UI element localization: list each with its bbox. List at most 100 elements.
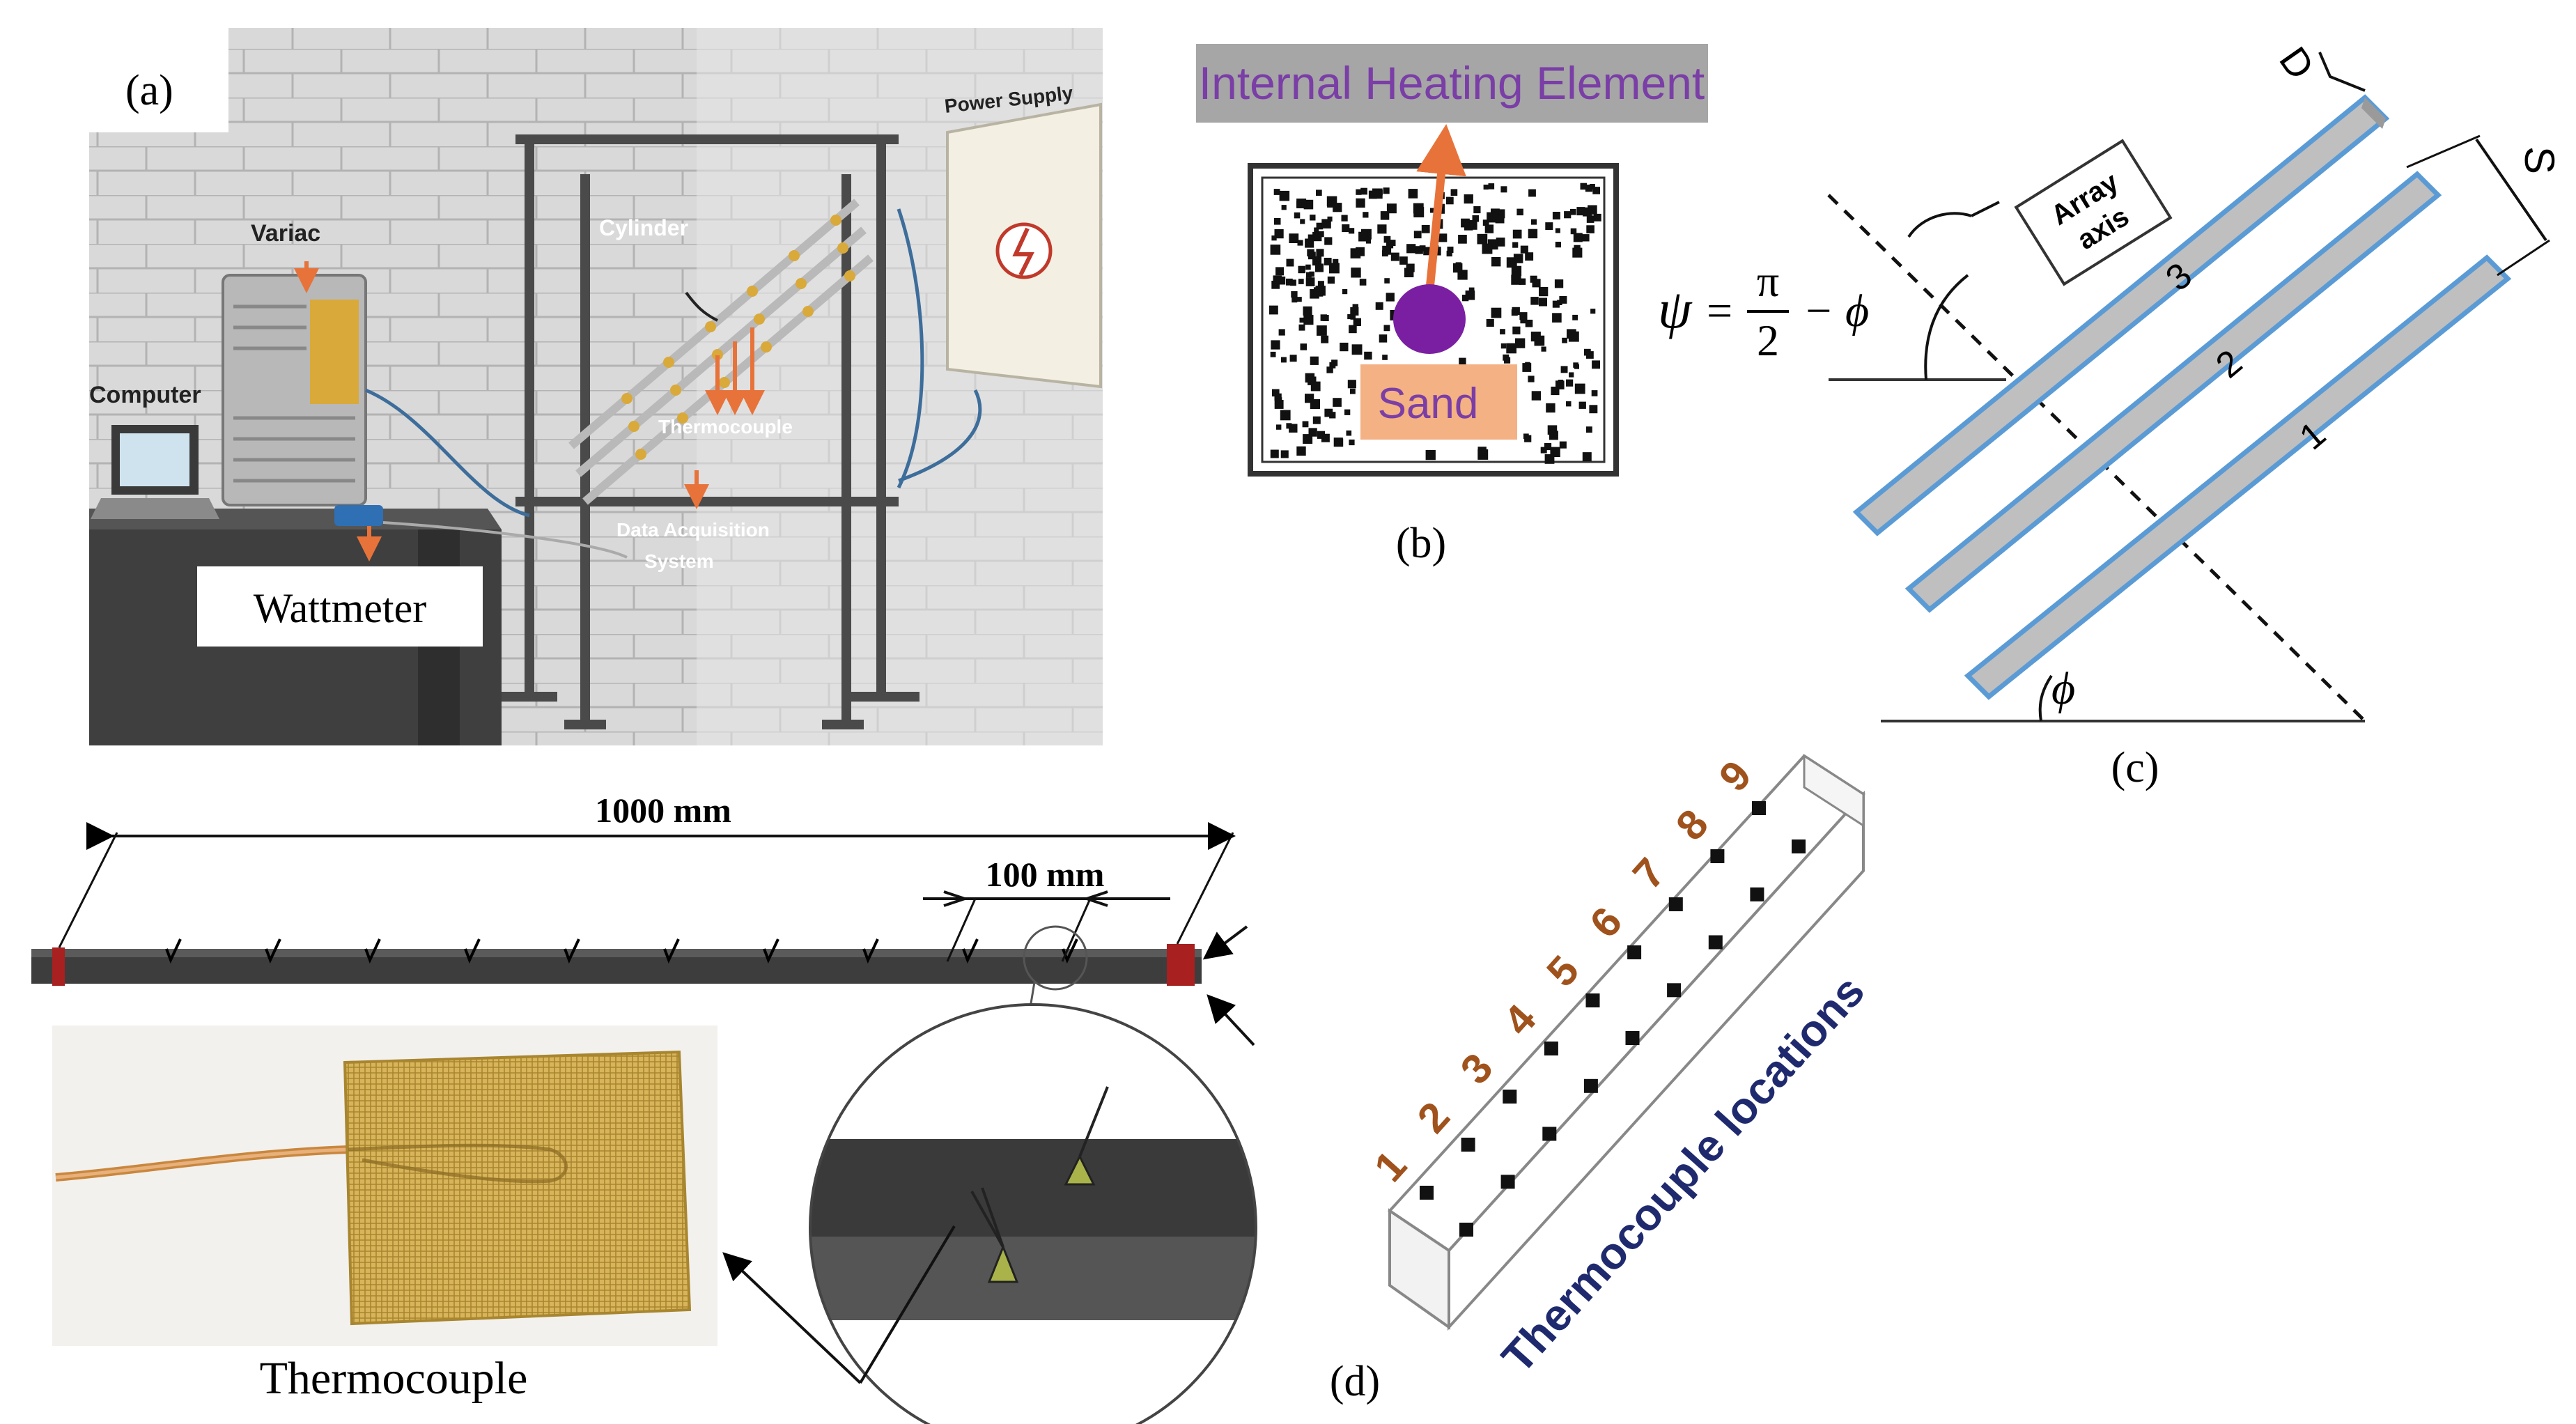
sand-grain: [1549, 431, 1558, 440]
rod-tick: [464, 938, 481, 964]
thermocouple-location-squares: [1420, 801, 1806, 1237]
sand-grain: [1305, 264, 1311, 270]
sand-grain: [1327, 216, 1333, 222]
orange-arrows-a: [294, 261, 765, 562]
sand-grain: [1305, 394, 1314, 403]
sand-grain: [1383, 235, 1391, 243]
location-number-8: 8: [1667, 800, 1717, 849]
sand-grain: [1309, 271, 1314, 277]
sand-grain: [1297, 240, 1303, 246]
location-number-2: 2: [1409, 1093, 1459, 1142]
sand-grain: [1303, 306, 1312, 316]
sand-grain: [1318, 231, 1324, 238]
sand-grain: [1349, 228, 1355, 234]
sand-grain: [1306, 272, 1312, 278]
panel-b-label: (b): [1396, 520, 1446, 567]
sand-grain: [1530, 297, 1539, 305]
sand-grain: [1421, 224, 1430, 233]
s-label: S: [2516, 146, 2563, 174]
sand-grain: [1300, 343, 1308, 350]
sand-grain: [1406, 263, 1415, 272]
sand-grain: [1335, 438, 1344, 447]
sand-grain: [1495, 214, 1505, 224]
location-square: [1625, 1031, 1640, 1045]
s-dimension: [2475, 138, 2547, 242]
rod-tick: [1062, 938, 1078, 964]
sand-grain: [1539, 286, 1549, 297]
sand-grain: [1314, 263, 1324, 272]
location-square: [1750, 887, 1764, 901]
array-axis-line: [1827, 194, 2366, 722]
sand-grain: [1281, 205, 1287, 210]
sand-grain: [1349, 325, 1357, 334]
sand-grain: [1330, 198, 1336, 205]
location-square: [1461, 1138, 1475, 1152]
sand-grain: [1305, 373, 1315, 383]
location-number-4: 4: [1494, 996, 1545, 1044]
sand-grain: [1408, 189, 1418, 199]
sand-grain: [1350, 248, 1361, 258]
sand-grain: [1513, 254, 1523, 263]
location-square: [1585, 993, 1600, 1007]
sand-grain: [1359, 279, 1367, 286]
wattmeter-label: Wattmeter: [254, 585, 426, 631]
wattmeter-device: [334, 505, 383, 526]
sand-grain: [1562, 337, 1567, 343]
computer-label: Computer: [89, 382, 201, 408]
sand-grain: [1583, 207, 1592, 217]
sand-grain: [1347, 380, 1356, 389]
sand-grain: [1541, 346, 1546, 352]
rod-end-cap-left: [52, 947, 65, 986]
daq-label-line2: System: [644, 550, 714, 572]
sand-grain: [1278, 329, 1285, 336]
sand-grain: [1347, 314, 1353, 320]
sand-grain: [1484, 224, 1494, 233]
sand-grain: [1559, 295, 1567, 304]
daq-label-line1: Data Acquisition: [616, 519, 770, 541]
sand-grain: [1300, 219, 1305, 224]
sand-grain: [1574, 364, 1579, 369]
sand-grain: [1552, 313, 1562, 323]
location-square: [1627, 945, 1642, 959]
sand-grain: [1491, 307, 1502, 318]
sand-grain: [1346, 430, 1352, 436]
sand-grain: [1423, 247, 1431, 256]
sand-grain: [1555, 242, 1561, 248]
sand-grain: [1528, 376, 1535, 382]
rod-end-cap-right: [1167, 944, 1195, 986]
sand-grain: [1314, 227, 1319, 233]
sand-grain: [1500, 343, 1507, 349]
sand-grain: [1272, 389, 1280, 397]
sand-grain: [1280, 410, 1291, 421]
sand-grain: [1406, 244, 1416, 254]
location-square: [1667, 983, 1682, 998]
sand-grain: [1358, 231, 1368, 242]
magnified-view: [809, 1003, 1257, 1424]
sand-grain: [1516, 208, 1523, 216]
sand-grain: [1463, 219, 1470, 226]
sand-grain: [1344, 409, 1351, 415]
sand-grain: [1270, 245, 1281, 255]
length-100-label: 100 mm: [986, 855, 1105, 894]
sand-grain: [1383, 187, 1390, 194]
sand-grain: [1302, 421, 1309, 428]
sand-grain: [1511, 309, 1518, 316]
sand-grain: [1350, 388, 1356, 394]
cylinders-c: [1852, 94, 2512, 700]
sand-grain: [1522, 363, 1532, 372]
label-a-background: [89, 28, 228, 132]
sand-grain: [1570, 228, 1577, 235]
panel-c-label: (c): [2111, 744, 2159, 791]
zoom-marker: [1023, 925, 1088, 991]
sand-grain: [1303, 434, 1313, 444]
sand-grain: [1331, 359, 1338, 366]
sand-grain: [1574, 383, 1585, 394]
sand-grain: [1356, 198, 1365, 208]
pi-numerator: π: [1757, 256, 1779, 306]
panel-c: 1 2 3 D S Array axis ψ = π 2 − ϕ ϕ (c): [1658, 39, 2563, 791]
sand-grain: [1540, 447, 1547, 454]
sand-grain: [1496, 238, 1505, 247]
sand-grain: [1294, 212, 1301, 219]
sand-grain: [1364, 351, 1372, 360]
sand-grain: [1333, 258, 1339, 265]
